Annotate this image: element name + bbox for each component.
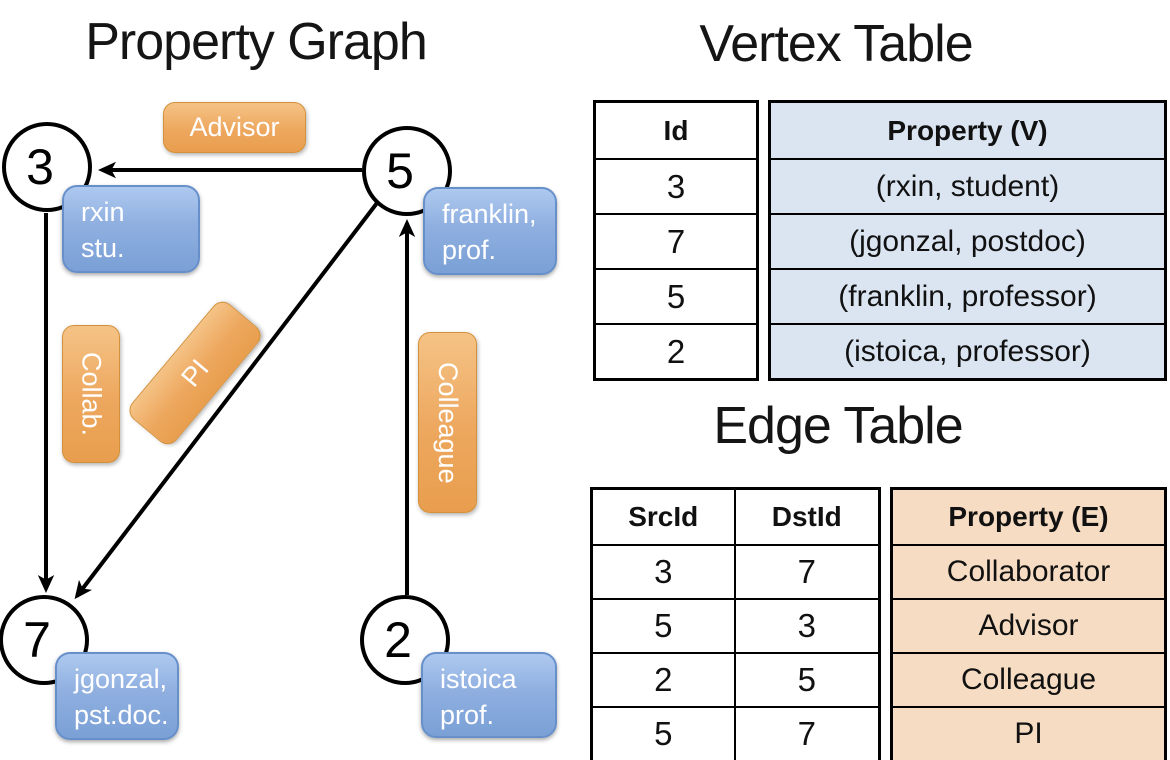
vertex-label-line2: prof. (442, 235, 497, 265)
column-header-id: Id (663, 114, 689, 146)
edge-table-src-dst-columns: SrcId DstId 3 7 5 3 2 5 5 7 (590, 487, 881, 760)
edge-property-cell: Advisor (893, 598, 1164, 652)
edge-src-cell: 5 (593, 706, 736, 760)
vertex-label-line1: istoica (440, 664, 517, 694)
vertex-label-line2: pst.doc. (74, 700, 169, 730)
vertex-id-cell: 2 (596, 323, 756, 378)
vertex-property-cell: (franklin, professor) (771, 268, 1164, 323)
edge-pi-arrow (74, 201, 379, 600)
vertex-label-line1: jgonzal, (74, 664, 168, 694)
edge-dst-cell: 7 (735, 544, 878, 598)
edge-label-collab: Collab. (62, 325, 120, 463)
column-header-srcid: SrcId (593, 490, 736, 544)
vertex-label-line2: prof. (440, 700, 495, 730)
vertex-node-5: 5 (362, 126, 452, 216)
column-header-property-e: Property (E) (893, 490, 1164, 544)
edge-label-colleague: Colleague (418, 332, 477, 513)
edge-dst-cell: 5 (735, 652, 878, 706)
edge-property-cell: PI (893, 706, 1164, 760)
column-header-dstid: DstId (771, 501, 842, 532)
edge-src-cell: 5 (593, 598, 736, 652)
graph-edges-layer (37, 161, 416, 600)
column-header-property-v: Property (V) (771, 103, 1164, 158)
edge-property-cell: Collaborator (893, 544, 1164, 598)
edge-label-advisor: Advisor (163, 102, 306, 153)
property-graph-title: Property Graph (85, 13, 427, 71)
vertex-property-cell: (rxin, student) (771, 158, 1164, 213)
vertex-label-line1: franklin, (442, 199, 537, 229)
vertex-label-istoica: istoica prof. (421, 652, 557, 738)
edge-table-title: Edge Table (713, 397, 963, 455)
edge-dst-cell: 3 (735, 598, 878, 652)
edge-property-cell: Colleague (893, 652, 1164, 706)
vertex-label-jgonzal: jgonzal, pst.doc. (55, 652, 179, 740)
vertex-label-rxin: rxin stu. (62, 185, 200, 273)
vertex-label-line1: rxin (81, 197, 125, 227)
vertex-id-cell: 7 (596, 213, 756, 268)
vertex-table-id-column: Id 3 7 5 2 (593, 100, 759, 381)
vertex-table-property-column: Property (V) (rxin, student) (jgonzal, p… (768, 100, 1167, 381)
vertex-property-cell: (jgonzal, postdoc) (771, 213, 1164, 268)
edge-dst-cell: 7 (735, 706, 878, 760)
vertex-label-line2: stu. (81, 233, 125, 263)
vertex-node-2: 2 (360, 595, 450, 685)
edge-src-cell: 2 (593, 652, 736, 706)
vertex-label-franklin: franklin, prof. (423, 187, 557, 275)
vertex-id-cell: 5 (596, 268, 756, 323)
edge-table-property-column: Property (E) Collaborator Advisor Collea… (890, 487, 1167, 760)
vertex-id-cell: 3 (596, 158, 756, 213)
edge-table: SrcId DstId 3 7 5 3 2 5 5 7 Property (E)… (590, 487, 1167, 760)
vertex-property-cell: (istoica, professor) (771, 323, 1164, 378)
edge-src-cell: 3 (593, 544, 736, 598)
vertex-table-title: Vertex Table (699, 15, 973, 73)
vertex-table: Id 3 7 5 2 Property (V) (rxin, student) … (593, 100, 1167, 381)
